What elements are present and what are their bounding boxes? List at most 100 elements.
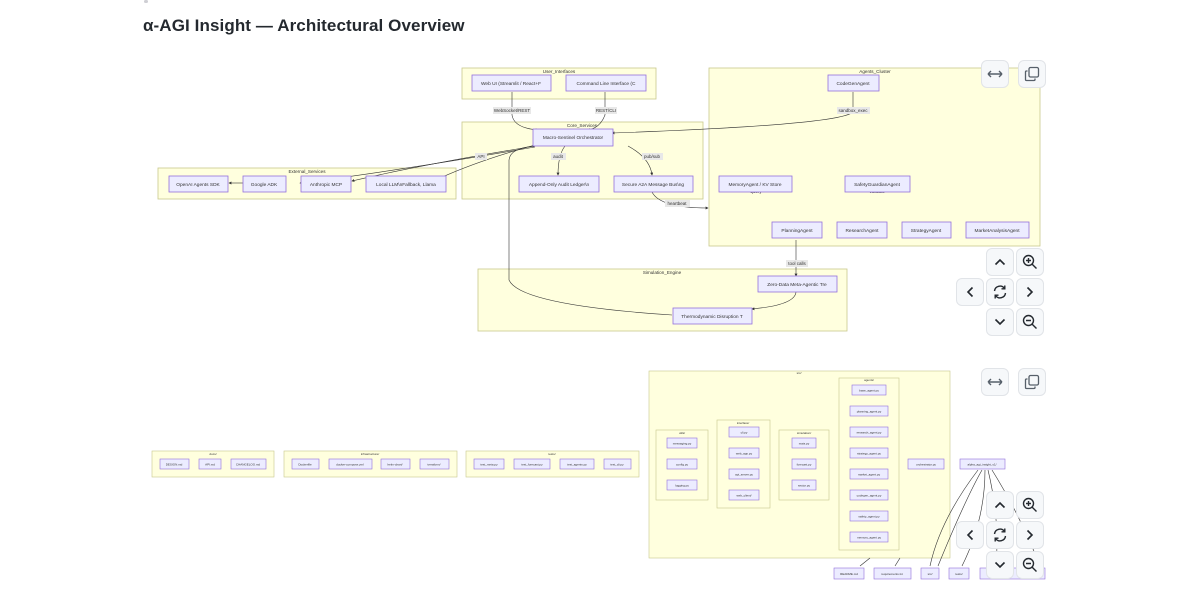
svg-text:codegen_agent.py: codegen_agent.py: [857, 494, 882, 498]
svg-text:infrastructure/: infrastructure/: [361, 452, 380, 456]
node-research-agent: ResearchAgent: [836, 221, 888, 239]
file-codegen-agent: codegen_agent.py: [849, 489, 889, 501]
svg-text:src/: src/: [797, 371, 802, 375]
reset-icon: [993, 528, 1007, 542]
edge-label-heartbeat: heartbeat: [665, 200, 690, 207]
file-mats: mats.py: [791, 437, 817, 449]
svg-text:logging.py: logging.py: [675, 484, 689, 488]
subgraph-agents: agents/: [838, 377, 900, 551]
edge-label-rest-cli: REST/CLI: [595, 107, 617, 114]
chevron-right-icon: [1026, 529, 1034, 541]
zoom-in-icon: [1022, 254, 1037, 269]
subgraph-label: User_Interfaces: [543, 69, 576, 74]
file-cli-py: cli.py: [728, 426, 760, 438]
file-orchestrator: orchestrator.py: [907, 458, 945, 470]
scroll-indicator: [144, 0, 148, 3]
fit-width-button[interactable]: [981, 60, 1009, 88]
file-web-app: web_app.py: [728, 447, 760, 459]
svg-text:test_cli.py: test_cli.py: [610, 463, 624, 467]
pan-up-button[interactable]: [986, 491, 1014, 519]
node-local-llm: Local LLM\nFallback, Llama: [365, 175, 447, 193]
svg-text:Thermodynamic Disruption T: Thermodynamic Disruption T: [681, 314, 743, 320]
svg-text:REST/CLI: REST/CLI: [596, 108, 616, 113]
file-safety-agent: safety_agent.py: [849, 510, 889, 522]
node-market-agent: MarketAnalysisAgent: [965, 221, 1030, 239]
svg-text:interface/: interface/: [737, 421, 750, 425]
subgraph-label: Agents_Cluster: [859, 69, 891, 74]
subgraph-label: Core_Services: [567, 123, 598, 128]
edge-label-api: API: [475, 153, 487, 160]
svg-text:research_agent.py: research_agent.py: [857, 431, 882, 435]
chevron-up-icon: [994, 501, 1006, 509]
file-web-client: web_client/: [728, 489, 760, 501]
pan-down-button[interactable]: [986, 551, 1014, 579]
svg-text:API.md: API.md: [205, 463, 215, 467]
pan-up-button[interactable]: [986, 248, 1014, 276]
file-memory-agent: memory_agent.py: [849, 531, 889, 543]
copy-icon: [1024, 66, 1040, 82]
svg-text:SafetyGuardianAgent: SafetyGuardianAgent: [854, 182, 901, 188]
fit-width-icon: [987, 70, 1003, 78]
copy-button[interactable]: [1018, 60, 1046, 88]
reset-view-button[interactable]: [986, 521, 1014, 549]
svg-text:utils/: utils/: [679, 431, 685, 435]
edge-label-tool-calls: tool calls: [786, 260, 808, 267]
pan-left-button[interactable]: [956, 521, 984, 549]
svg-text:CodeGenAgent: CodeGenAgent: [836, 81, 870, 87]
svg-text:pub/sub: pub/sub: [644, 154, 661, 159]
file-helm-chart: helm-chart/: [380, 458, 411, 470]
svg-text:test_agents.py: test_agents.py: [567, 463, 587, 467]
file-market-agent: market_agent.py: [849, 468, 889, 480]
pan-right-button[interactable]: [1016, 278, 1044, 306]
node-planning-agent: PlanningAgent: [771, 221, 823, 239]
pan-down-button[interactable]: [986, 308, 1014, 336]
reset-view-button[interactable]: [986, 278, 1014, 306]
svg-text:Anthropic MCP: Anthropic MCP: [310, 182, 342, 188]
svg-text:heartbeat: heartbeat: [667, 201, 687, 206]
svg-text:MemoryAgent / KV Store: MemoryAgent / KV Store: [728, 182, 781, 188]
svg-text:market_agent.py: market_agent.py: [858, 473, 881, 477]
svg-text:web_client/: web_client/: [736, 494, 751, 498]
zoom-out-button[interactable]: [1016, 308, 1044, 336]
svg-text:strategy_agent.py: strategy_agent.py: [857, 452, 881, 456]
edge-label-audit: audit: [551, 153, 566, 160]
svg-text:test_meta.py: test_meta.py: [480, 463, 498, 467]
svg-text:sandbox_exec: sandbox_exec: [838, 108, 868, 113]
pan-left-button[interactable]: [956, 278, 984, 306]
file-test-cli: test_cli.py: [603, 458, 632, 470]
copy-button[interactable]: [1018, 368, 1046, 396]
file-test-meta: test_meta.py: [473, 458, 505, 470]
file-terraform: terraform/: [419, 458, 450, 470]
svg-text:README.md: README.md: [840, 572, 858, 576]
node-web-ui: Web UI (Streamlit / React+F: [471, 74, 552, 92]
file-config: config.py: [666, 458, 698, 470]
zoom-out-button[interactable]: [1016, 551, 1044, 579]
pan-right-button[interactable]: [1016, 521, 1044, 549]
svg-text:orchestrator.py: orchestrator.py: [916, 463, 936, 467]
zoom-in-button[interactable]: [1016, 491, 1044, 519]
node-codegen-agent: CodeGenAgent: [827, 74, 880, 92]
node-safety-agent: SafetyGuardianAgent: [844, 175, 911, 193]
svg-text:cli.py: cli.py: [741, 431, 748, 435]
svg-text:DESIGN.md: DESIGN.md: [166, 463, 183, 467]
svg-text:Local LLM\nFallback, Llama: Local LLM\nFallback, Llama: [376, 182, 436, 188]
svg-text:agents/: agents/: [864, 378, 874, 382]
chevron-down-icon: [994, 318, 1006, 326]
node-zero-data: Zero-Data Meta-Agentic Tre: [757, 275, 838, 293]
svg-text:Macro-Sentinel Orchestrator: Macro-Sentinel Orchestrator: [543, 135, 604, 141]
chevron-up-icon: [994, 258, 1006, 266]
svg-text:memory_agent.py: memory_agent.py: [857, 536, 882, 540]
svg-text:api_server.py: api_server.py: [735, 473, 753, 477]
svg-text:planning_agent.py: planning_agent.py: [857, 410, 882, 414]
page-title: α-AGI Insight — Architectural Overview: [143, 16, 465, 35]
svg-text:MarketAnalysisAgent: MarketAnalysisAgent: [974, 228, 1020, 234]
zoom-in-button[interactable]: [1016, 248, 1044, 276]
fit-width-button[interactable]: [981, 368, 1009, 396]
subgraph-agents-cluster: Agents_Cluster: [708, 67, 1041, 247]
file-readme: README.md: [833, 567, 865, 580]
svg-text:CHANGELOG.md: CHANGELOG.md: [236, 463, 261, 467]
file-logging: logging.py: [666, 479, 698, 491]
file-api-server: api_server.py: [728, 468, 760, 480]
svg-text:src/: src/: [928, 572, 933, 576]
svg-text:Dockerfile: Dockerfile: [298, 463, 312, 467]
